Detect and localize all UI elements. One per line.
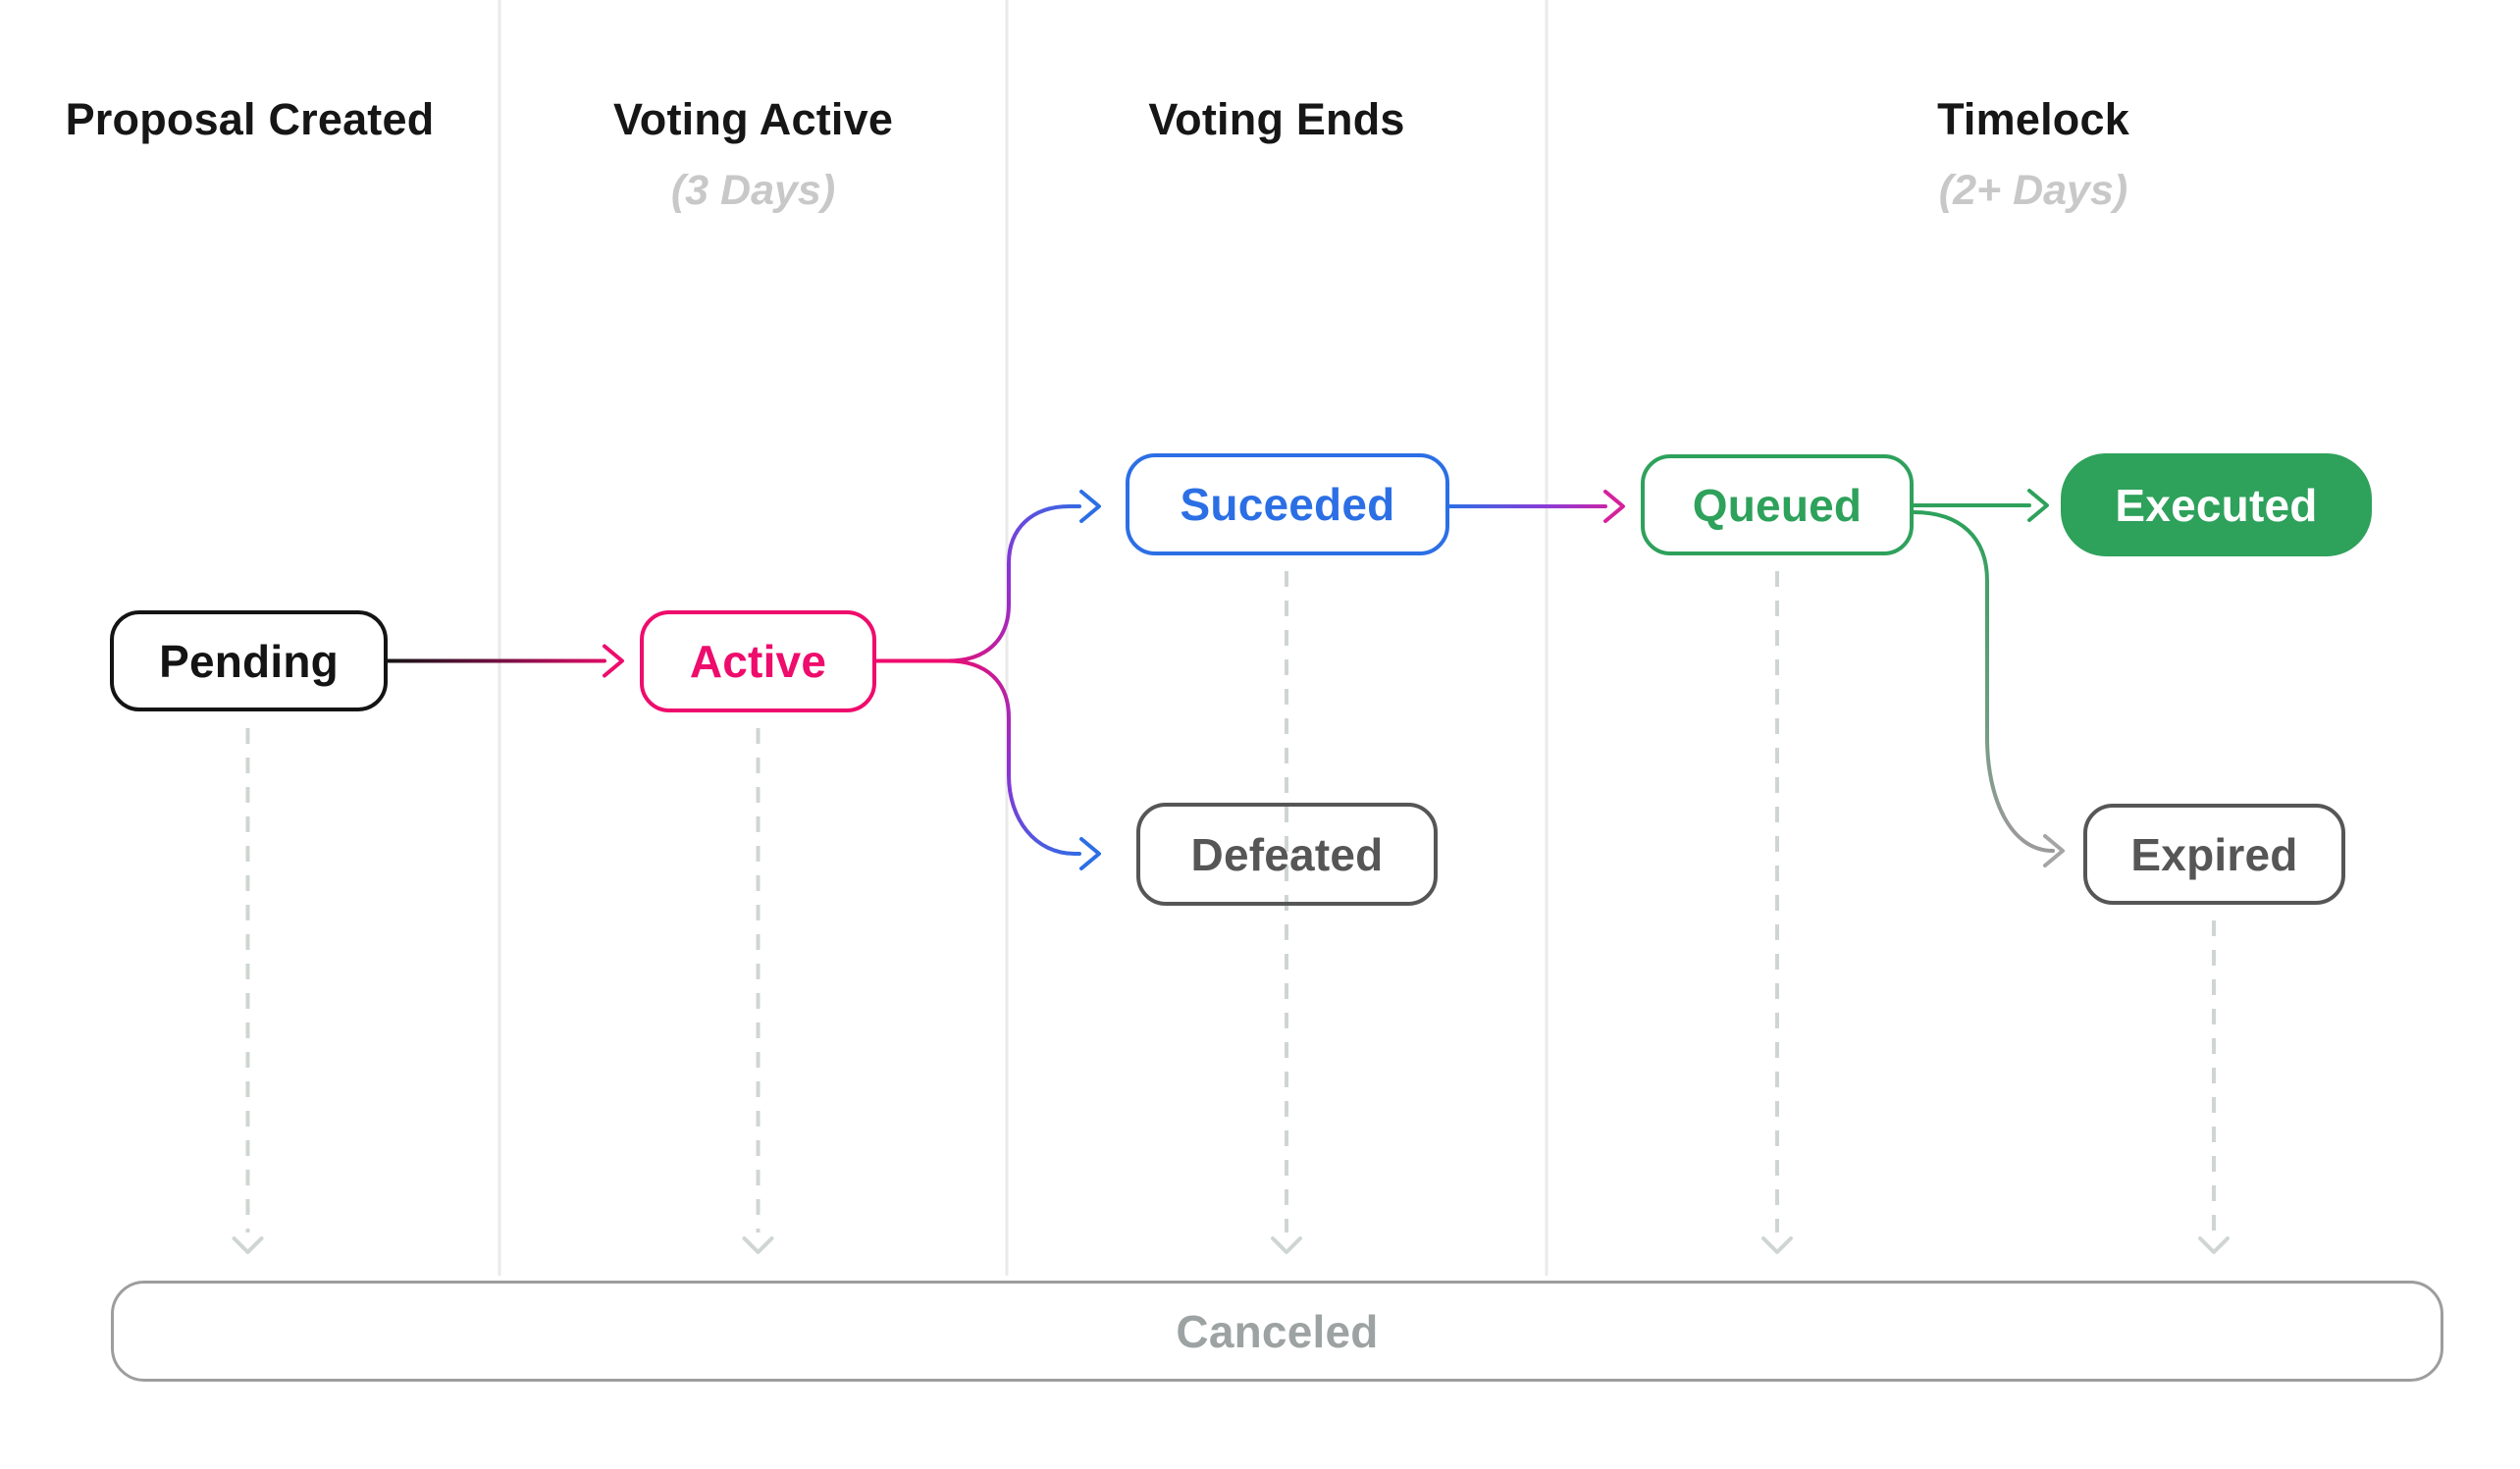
down-arrowhead-icon xyxy=(232,1236,264,1254)
node-label: Defeated xyxy=(1190,828,1384,880)
node-label: Active xyxy=(689,636,827,687)
node-label: Expired xyxy=(2130,828,2298,880)
down-arrowhead-icon xyxy=(1761,1236,1793,1254)
edge-queued-expired xyxy=(1912,510,2065,867)
edge-curve xyxy=(946,504,1081,663)
dashed-cancel-arrowheads xyxy=(232,1236,2230,1254)
node-label: Pending xyxy=(159,635,339,687)
edge-curve xyxy=(946,658,1081,856)
edge-curve xyxy=(1912,510,2055,853)
column-subtitle: (3 Days) xyxy=(670,167,836,214)
column-subtitle: (2+ Days) xyxy=(1938,167,2128,214)
node-label: Suceeded xyxy=(1180,479,1395,530)
column-title: Timelock xyxy=(1937,94,2129,144)
node-defeated: Defeated xyxy=(1136,803,1438,906)
right-arrowhead-icon xyxy=(1603,490,1625,523)
column-title: Voting Ends xyxy=(1148,94,1405,144)
edge-active-defeated xyxy=(946,658,1101,870)
column-title: Proposal Created xyxy=(65,94,435,144)
edge-pending-active xyxy=(386,644,624,678)
edge-suceeded-queued xyxy=(1447,490,1625,523)
down-arrowhead-icon xyxy=(1271,1236,1302,1254)
node-canceled: Canceled xyxy=(111,1281,2443,1382)
right-arrowhead-icon xyxy=(1079,490,1101,523)
node-executed: Executed xyxy=(2061,453,2372,556)
column-header-timelock: Timelock (2+ Days) xyxy=(1547,94,2520,215)
down-arrowhead-icon xyxy=(742,1236,774,1254)
column-header-voting-active: Voting Active (3 Days) xyxy=(499,94,1007,215)
node-label: Executed xyxy=(2115,479,2318,531)
edge-queued-executed xyxy=(1912,489,2049,522)
column-separators xyxy=(498,0,1549,1276)
column-title: Voting Active xyxy=(612,94,894,144)
column-header-voting-ends: Voting Ends xyxy=(1007,94,1547,145)
node-queued: Queued xyxy=(1641,454,1914,555)
node-expired: Expired xyxy=(2083,804,2345,905)
down-arrowhead-icon xyxy=(2198,1236,2230,1254)
edge-active-suceeded xyxy=(946,490,1101,663)
right-arrowhead-icon xyxy=(1079,837,1101,870)
node-pending: Pending xyxy=(110,610,388,711)
right-arrowhead-icon xyxy=(2027,489,2049,522)
node-suceeded: Suceeded xyxy=(1126,453,1449,555)
node-label: Queued xyxy=(1692,479,1863,531)
right-arrowhead-icon xyxy=(2043,834,2065,867)
right-arrowhead-icon xyxy=(603,644,624,678)
node-active: Active xyxy=(640,610,876,712)
node-label: Canceled xyxy=(1176,1305,1379,1357)
column-header-proposal-created: Proposal Created xyxy=(0,94,499,145)
